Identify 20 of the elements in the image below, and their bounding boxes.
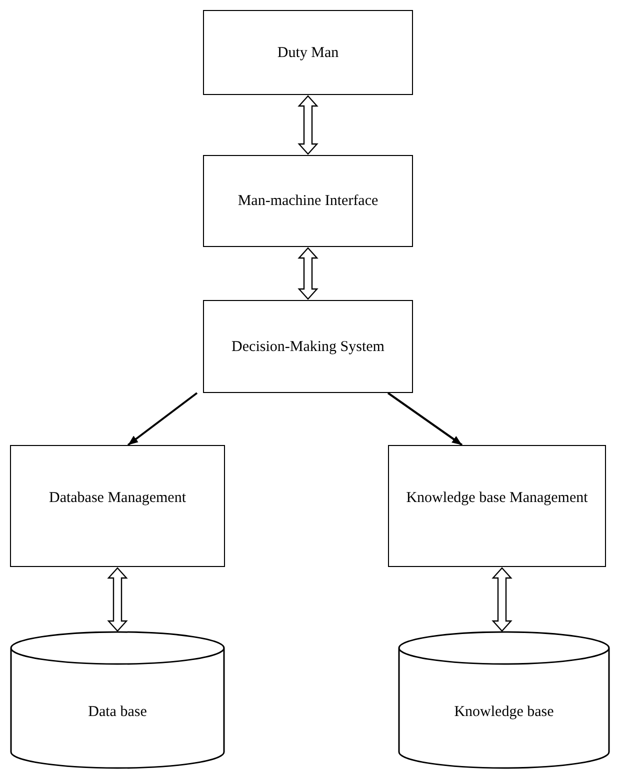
node-label: Duty Man [276, 44, 340, 62]
node-label: Knowledge base [453, 703, 555, 721]
double-arrow [107, 567, 128, 632]
node-label: Man-machine Interface [236, 192, 380, 210]
node-label: Database Management [48, 489, 188, 507]
double-arrow [298, 247, 318, 300]
process-box [203, 300, 413, 393]
process-box [203, 10, 413, 95]
double-arrow [298, 95, 318, 155]
node-label: Data base [87, 703, 148, 721]
process-box [203, 155, 413, 247]
node-label: Knowledge base Management [405, 489, 589, 507]
double-arrow [492, 567, 512, 632]
database-cylinder [10, 632, 225, 768]
process-box [388, 445, 606, 567]
arrow [127, 392, 198, 446]
arrow [387, 392, 463, 446]
node-label: Decision-Making System [230, 338, 386, 356]
database-cylinder [398, 632, 610, 768]
process-box [10, 445, 225, 567]
